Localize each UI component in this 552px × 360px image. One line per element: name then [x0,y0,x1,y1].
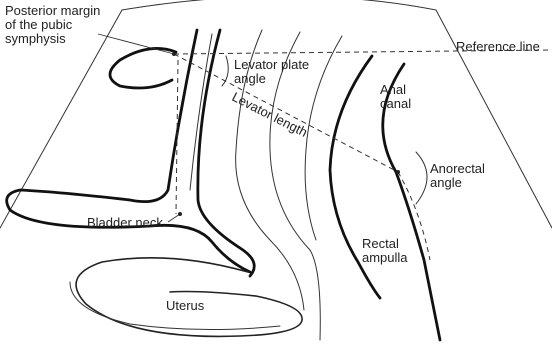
label-bladder-neck: Bladder neck [87,216,163,230]
levator-plate-angle-arc [222,56,228,86]
label-anal-canal: Anal canal [380,83,411,111]
urethra-outline [190,34,212,190]
symphysis-point [172,52,176,56]
bladder-neck-point [178,212,182,216]
label-reference-line: Reference line [456,40,540,54]
label-levator-plate-angle: Levator plate angle [234,58,309,86]
anorectal-angle-arc [416,152,427,204]
sector-top-arc [122,0,436,10]
label-uterus: Uterus [166,299,204,313]
label-rectal-ampulla: Rectal ampulla [362,237,408,265]
bladder-neck-leader [168,214,180,222]
label-posterior-margin: Posterior margin of the pubic symphysis [5,4,100,46]
anorectal-junction-point [396,170,400,174]
label-anorectal-angle: Anorectal angle [430,162,485,190]
pubic-symphysis-outline [110,48,176,88]
